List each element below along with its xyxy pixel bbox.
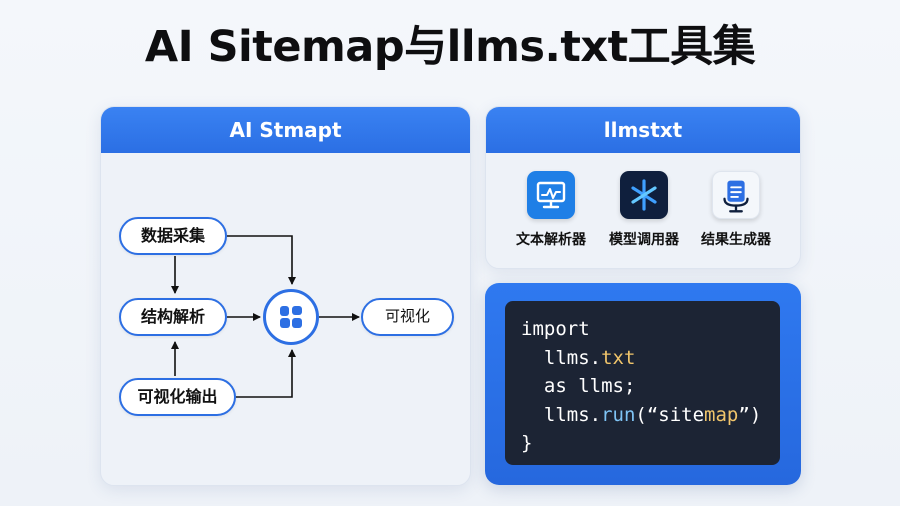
edge-output-to-hub (236, 349, 296, 398)
tool-model-invoker[interactable]: 模型调用器 (596, 171, 692, 249)
llmstxt-panel-title: llmstxt (486, 107, 800, 153)
code-line: as llms; (521, 375, 636, 397)
ai-sitemap-panel-title: AI Stmapt (101, 107, 470, 153)
hub-node (263, 289, 319, 345)
tool-label: 文本解析器 (516, 232, 586, 248)
monitor-chart-icon (527, 171, 575, 219)
code-block: import llms.txt as llms; llms.run(“sitem… (505, 301, 780, 465)
llmstxt-panel: llmstxt 文本解析器 模型调用器 (485, 106, 801, 269)
asterisk-spark-icon (620, 171, 668, 219)
tool-label: 模型调用器 (609, 232, 679, 248)
code-line: } (521, 432, 533, 454)
code-line: import (521, 318, 590, 340)
tool-result-generator[interactable]: 结果生成器 (688, 171, 784, 249)
grid-blocks-icon (280, 306, 302, 328)
node-visual-output: 可视化输出 (119, 378, 236, 416)
page-title: AI Sitemap与llms.txt工具集 (144, 22, 756, 72)
code-line: llms.txt (521, 346, 636, 369)
node-structure-parsing: 结构解析 (119, 298, 227, 336)
code-line: llms.run(“sitemap”) (521, 403, 762, 426)
code-card: import llms.txt as llms; llms.run(“sitem… (485, 283, 801, 485)
ai-sitemap-panel: AI Stmapt 数据采集 结构解析 可视化输出 可视化 (100, 106, 471, 486)
node-visualization: 可视化 (361, 298, 454, 336)
node-data-collection: 数据采集 (119, 217, 227, 255)
tool-text-parser[interactable]: 文本解析器 (503, 171, 599, 249)
document-stand-icon (712, 171, 760, 219)
edge-collect-to-hub (227, 235, 296, 285)
tool-label: 结果生成器 (701, 232, 771, 248)
flow-connectors (171, 235, 360, 398)
